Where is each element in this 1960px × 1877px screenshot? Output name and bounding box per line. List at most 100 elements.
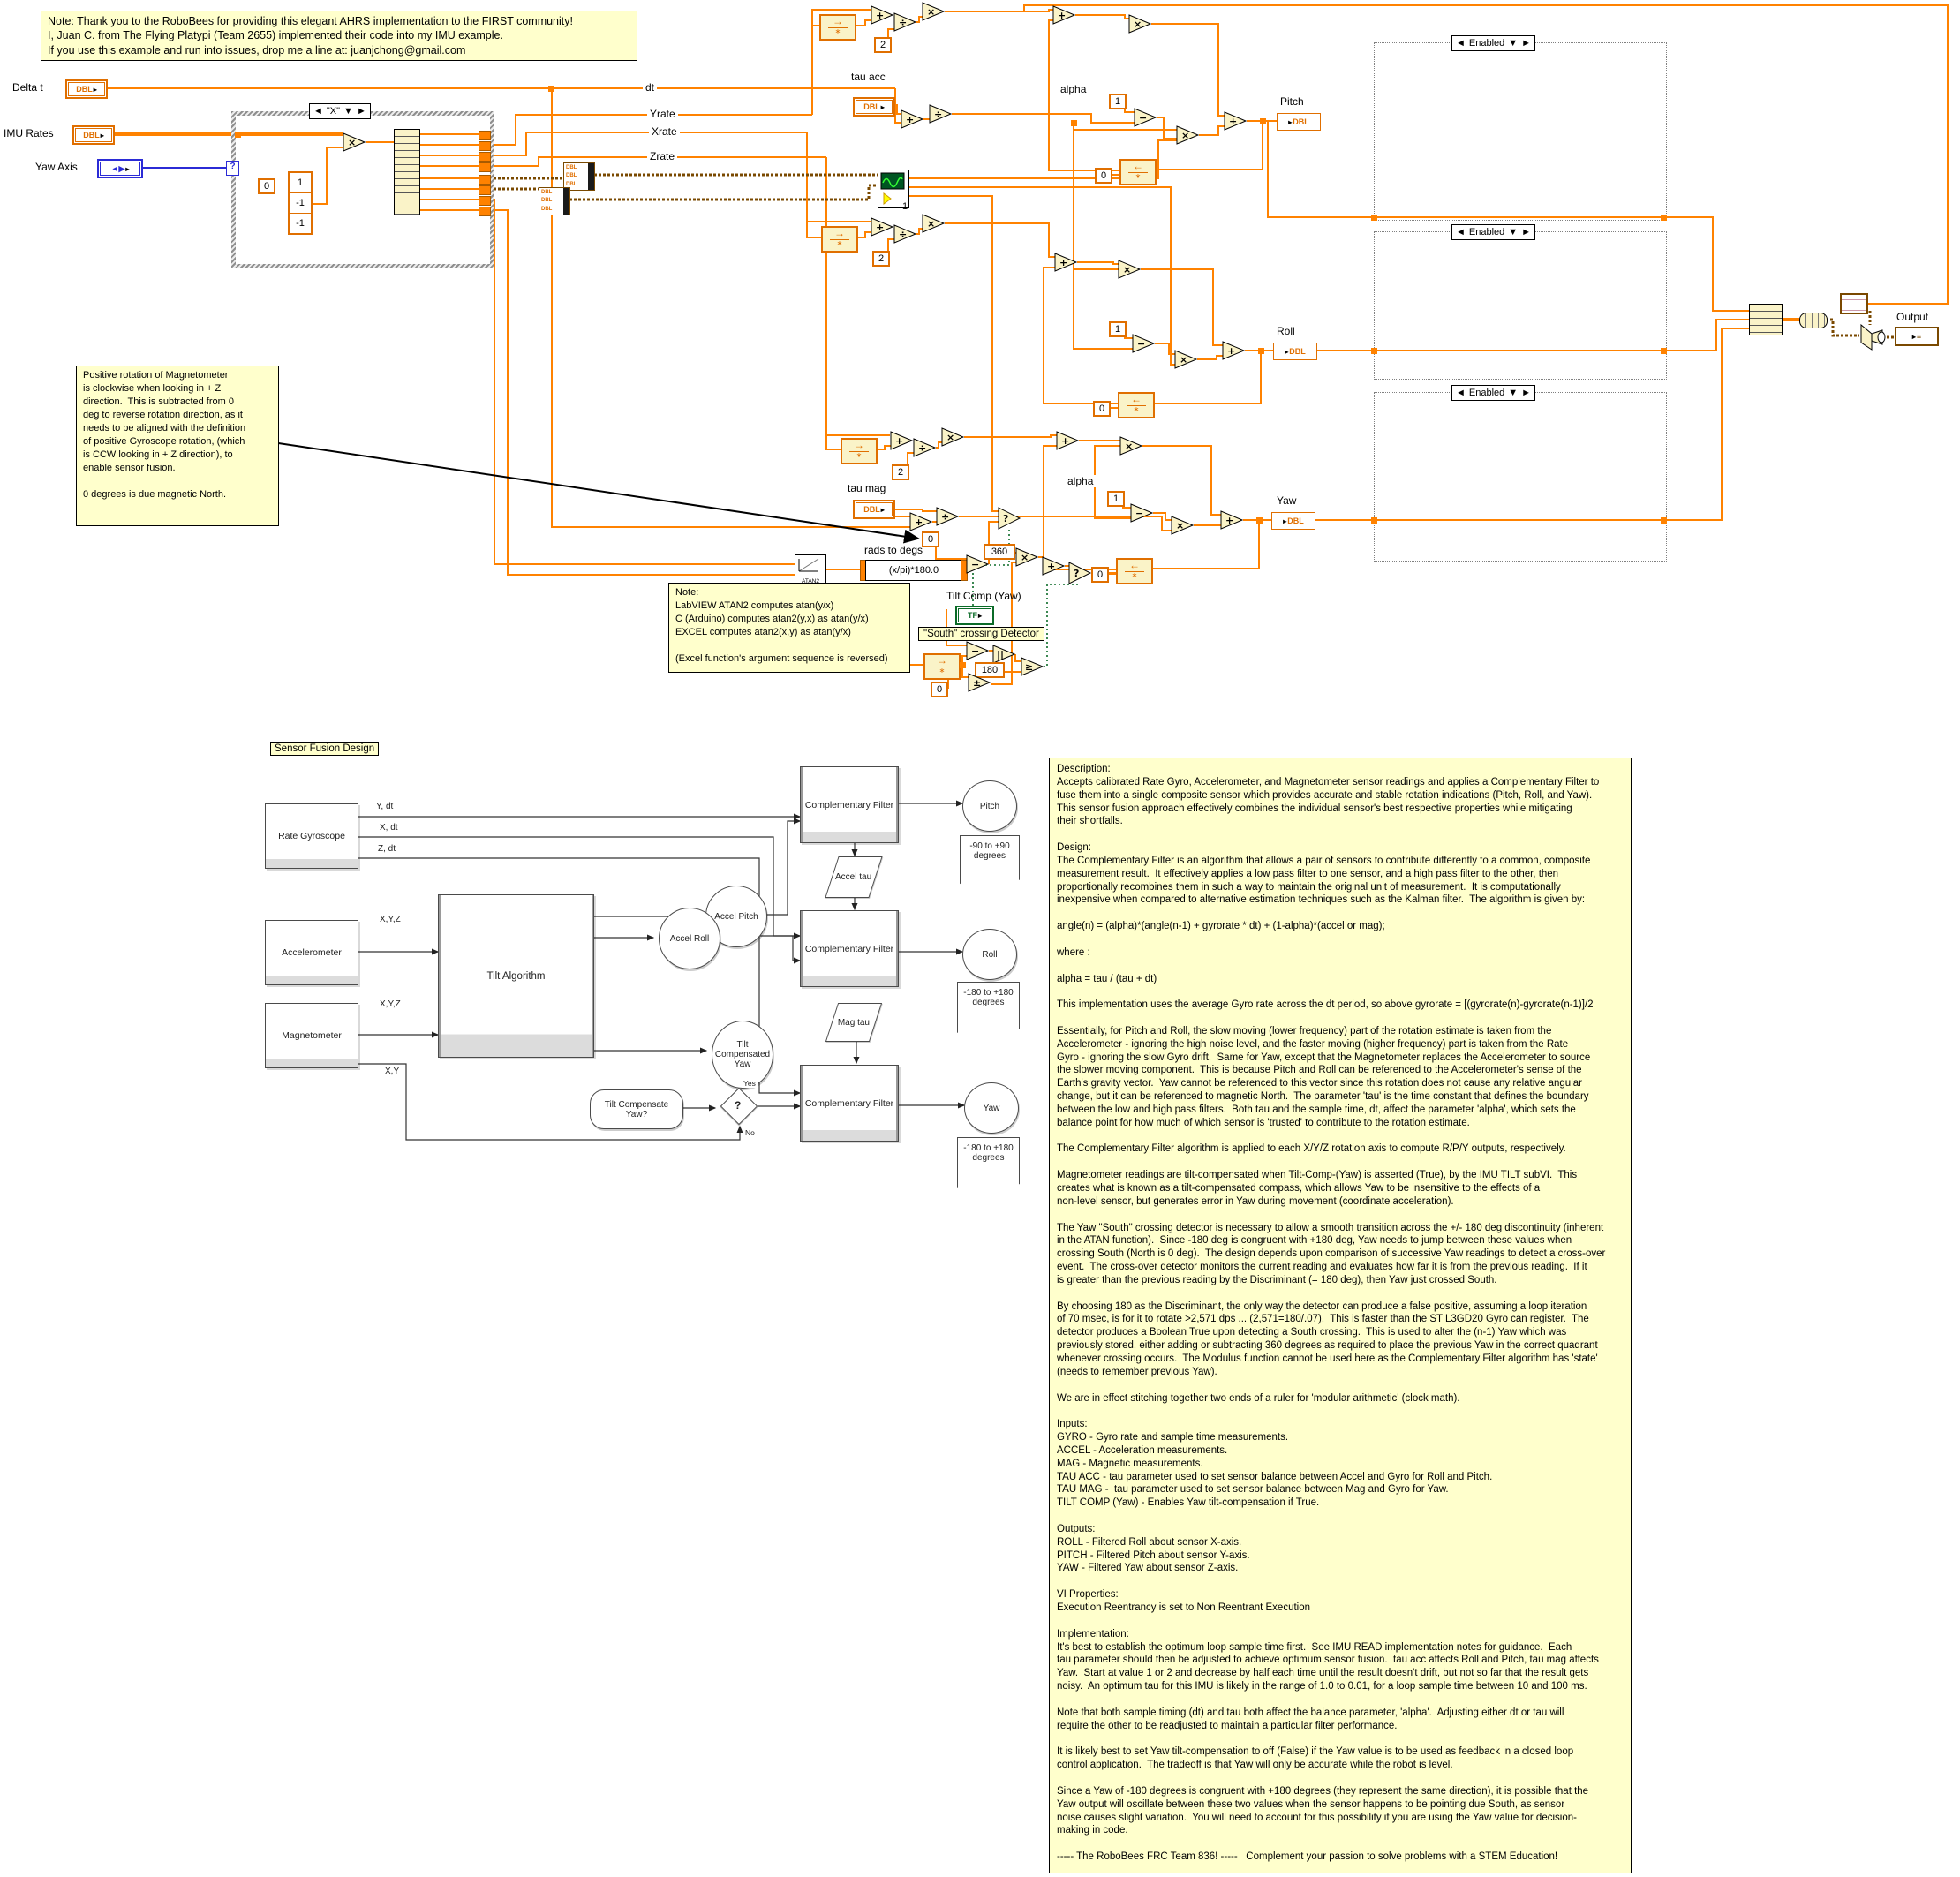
output-indicator[interactable]: ▸≡ xyxy=(1895,327,1939,346)
feedback-node[interactable]: ←∗ xyxy=(1116,558,1153,584)
imu-tilt-subvi-icon[interactable] xyxy=(878,170,909,208)
multiply-function[interactable]: × xyxy=(1118,260,1142,279)
case-selector[interactable]: ◄ "X" ▼ ► xyxy=(309,103,371,119)
constant-1[interactable]: 1 xyxy=(1109,94,1127,109)
constant-0[interactable]: 0 xyxy=(1095,168,1112,184)
disable-structure-1[interactable] xyxy=(1374,42,1667,221)
roll-indicator[interactable]: ▸DBL xyxy=(1273,343,1317,360)
flowchart-yaw-output: Yaw xyxy=(964,1082,1019,1134)
add-function[interactable]: + xyxy=(901,109,924,129)
feedback-node[interactable]: →∗ xyxy=(819,14,856,41)
wire-junction xyxy=(548,86,554,92)
multiply-function[interactable]: × xyxy=(922,214,946,233)
cluster-constant[interactable] xyxy=(1840,293,1868,314)
feedback-node[interactable]: ←∗ xyxy=(1118,392,1155,418)
add-function[interactable]: + xyxy=(1222,341,1246,360)
disable-structure-3[interactable] xyxy=(1374,392,1667,562)
add-function[interactable]: + xyxy=(1224,111,1248,131)
imu-rates-terminal[interactable]: DBL▸ xyxy=(72,125,115,145)
feedback-node[interactable]: →∗ xyxy=(841,438,878,464)
constant-1[interactable]: 1 xyxy=(1109,321,1127,337)
constant-0[interactable]: 0 xyxy=(922,531,939,547)
feedback-node[interactable]: →∗ xyxy=(821,226,858,253)
constant-0[interactable]: 0 xyxy=(1093,401,1111,417)
multiply-function[interactable]: × xyxy=(1015,547,1039,567)
add-function[interactable]: + xyxy=(1052,5,1076,25)
subtract-function[interactable]: − xyxy=(966,554,990,574)
array-cell-1[interactable]: -1 xyxy=(290,193,311,214)
multiply-function[interactable]: × xyxy=(343,132,366,152)
disable-structure-1-header[interactable]: ◄Enabled▼► xyxy=(1451,35,1536,51)
add-function[interactable]: + xyxy=(1220,510,1244,530)
add-function[interactable]: + xyxy=(890,431,914,450)
formula-node[interactable]: (x/pi)*180.0 xyxy=(865,560,962,581)
divide-function[interactable]: ÷ xyxy=(936,507,960,526)
multiply-function[interactable]: × xyxy=(1128,14,1152,34)
divide-function[interactable]: ÷ xyxy=(913,438,937,457)
divide-function[interactable]: ÷ xyxy=(929,104,953,124)
array-index-constant[interactable]: 0 xyxy=(258,178,275,194)
yaw-indicator[interactable]: ▸DBL xyxy=(1271,512,1315,530)
bundle-cluster-funnel[interactable] xyxy=(1859,323,1886,351)
add-function[interactable]: + xyxy=(871,5,894,25)
sign-function[interactable]: ± xyxy=(968,673,991,692)
svg-text:−: − xyxy=(1135,508,1143,519)
tau-acc-terminal[interactable]: DBL▸ xyxy=(853,97,895,117)
flowchart-complementary-filter-3: Complementary Filter xyxy=(800,1065,899,1142)
index-array-node[interactable] xyxy=(394,129,420,215)
select-function[interactable]: ? xyxy=(998,507,1021,530)
add-function[interactable]: + xyxy=(1042,556,1066,576)
array-cell-2[interactable]: -1 xyxy=(296,218,305,229)
tau-mag-terminal[interactable]: DBL▸ xyxy=(853,500,895,519)
build-array-node[interactable] xyxy=(1749,304,1783,335)
multiply-function[interactable]: × xyxy=(1119,436,1143,456)
absolute-value-function[interactable]: || xyxy=(992,645,1016,664)
disable-structure-2[interactable] xyxy=(1374,231,1667,380)
add-function[interactable]: + xyxy=(909,512,933,531)
disable-structure-3-header[interactable]: ◄Enabled▼► xyxy=(1451,385,1536,401)
multiply-function[interactable]: × xyxy=(1174,350,1198,369)
constant-0[interactable]: 0 xyxy=(1091,567,1109,583)
yaw-axis-terminal[interactable]: ◄▶▸ xyxy=(97,159,143,178)
constant-360[interactable]: 360 xyxy=(984,544,1015,560)
flowchart-mag-tau: Mag tau xyxy=(825,1003,883,1042)
tilt-comp-terminal[interactable]: TF▸ xyxy=(955,606,994,625)
multiply-function[interactable]: × xyxy=(1176,125,1200,145)
array-cell-0[interactable]: 1 xyxy=(290,173,311,193)
case-dropdown-icon[interactable]: ▼ xyxy=(343,106,353,117)
divide-function[interactable]: ÷ xyxy=(893,224,917,244)
feedback-node[interactable]: ←∗ xyxy=(1119,159,1157,185)
constant-2[interactable]: 2 xyxy=(892,464,909,480)
greater-equal-function[interactable]: ≥ xyxy=(1021,657,1044,676)
delta-t-terminal[interactable]: DBL▸ xyxy=(65,79,108,99)
add-function[interactable]: + xyxy=(871,217,894,237)
multiply-function[interactable]: × xyxy=(922,2,946,21)
disable-structure-2-header[interactable]: ◄Enabled▼► xyxy=(1451,224,1536,240)
multiply-function[interactable]: × xyxy=(1171,516,1195,535)
constant-1[interactable]: 1 xyxy=(1107,491,1125,507)
add-function[interactable]: + xyxy=(1056,431,1080,450)
atan2-node[interactable]: ATAN2 xyxy=(795,554,826,586)
case-next-icon[interactable]: ► xyxy=(356,106,366,117)
feedback-node[interactable]: →∗ xyxy=(923,653,961,680)
select-function[interactable]: ? xyxy=(1068,562,1092,584)
subtract-function[interactable]: − xyxy=(1130,503,1154,523)
pitch-indicator[interactable]: ▸DBL xyxy=(1277,113,1321,131)
divide-function[interactable]: ÷ xyxy=(893,12,917,32)
multiply-function[interactable]: × xyxy=(941,427,965,447)
add-function[interactable]: + xyxy=(1054,253,1078,272)
wire-junction xyxy=(1661,215,1667,221)
subtract-function[interactable]: − xyxy=(966,641,990,660)
constant-2[interactable]: 2 xyxy=(872,251,890,267)
constant-180[interactable]: 180 xyxy=(975,662,1005,678)
array-to-cluster-node[interactable] xyxy=(1799,313,1828,328)
alpha-label: alpha xyxy=(1065,475,1097,487)
array-constant[interactable]: 1 -1 -1 xyxy=(288,171,313,235)
constant-0[interactable]: 0 xyxy=(931,682,948,697)
case-prev-icon[interactable]: ◄ xyxy=(313,106,323,117)
subtract-function[interactable]: − xyxy=(1132,334,1156,353)
subtract-function[interactable]: − xyxy=(1134,108,1157,127)
constant-2[interactable]: 2 xyxy=(874,37,892,53)
